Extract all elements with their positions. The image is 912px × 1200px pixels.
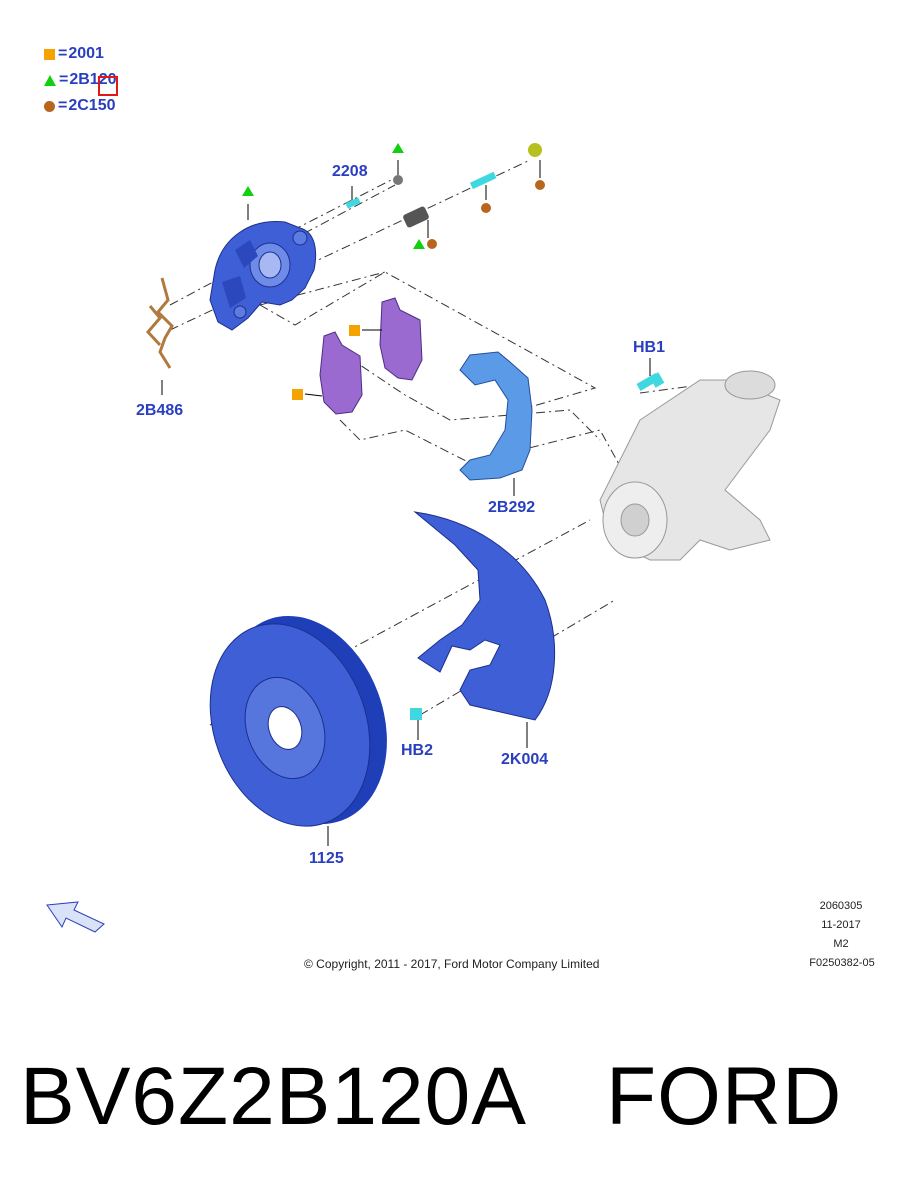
part-label-HB2[interactable]: HB2 — [401, 742, 434, 759]
part-label-2B292[interactable]: 2B292 — [488, 499, 536, 516]
orange-square-icon — [349, 325, 360, 336]
brake-caliper-2B120 — [209, 220, 317, 331]
brake-pad-inner — [319, 331, 363, 415]
legend-row-2001: = 2001 — [44, 44, 104, 64]
green-triangle-icon — [44, 74, 56, 86]
legend-equals: = — [59, 71, 69, 88]
green-triangle-icon — [242, 186, 254, 196]
part-label-1125[interactable]: 1125 — [309, 850, 344, 867]
legend-code: 2C150 — [68, 97, 116, 114]
orange-square-icon — [44, 48, 55, 60]
green-triangle-icon — [392, 143, 404, 153]
diagram-markers — [242, 143, 545, 400]
part-label-2B486[interactable]: 2B486 — [136, 402, 184, 419]
illustration-date: 11-2017 — [821, 919, 861, 931]
hardware-parts — [345, 143, 665, 720]
illustration-ref: F0250382-05 — [809, 957, 875, 969]
caliper-bracket-2B292 — [459, 351, 533, 481]
footer-brand: FORD — [606, 1051, 843, 1142]
brake-pad-outer — [379, 297, 423, 381]
legend-equals: = — [58, 45, 68, 62]
leader-lines — [161, 160, 651, 846]
direction-arrow-icon — [46, 901, 105, 933]
brown-circle-icon — [427, 239, 437, 249]
anti-rattle-spring-2B486 — [145, 277, 174, 369]
legend-code: 2001 — [68, 45, 104, 62]
orange-square-icon — [292, 389, 303, 400]
brown-circle-icon — [535, 180, 545, 190]
part-label-HB1[interactable]: HB1 — [633, 339, 666, 356]
legend-code: 2B120 — [69, 71, 117, 88]
splash-shield-2K004 — [413, 511, 556, 721]
part-label-2K004[interactable]: 2K004 — [501, 751, 549, 768]
copyright-text: © Copyright, 2011 - 2017, Ford Motor Com… — [304, 957, 600, 971]
part-label-2208[interactable]: 2208 — [332, 163, 368, 180]
brake-rotor-1125 — [209, 615, 387, 827]
wheel-hub-knuckle — [599, 370, 781, 561]
footer-part-number: BV6Z2B120A — [20, 1051, 527, 1142]
legend-row-2C150: = 2C150 — [44, 96, 116, 116]
illustration-number: 2060305 — [819, 900, 863, 912]
selection-highlight-box — [98, 76, 118, 96]
legend-row-2B120: = 2B120 — [44, 70, 117, 90]
legend-equals: = — [58, 97, 68, 114]
brown-circle-icon — [481, 203, 491, 213]
brake-exploded-diagram — [46, 143, 781, 933]
illustration-model: M2 — [833, 938, 849, 950]
brown-circle-icon — [44, 100, 55, 112]
green-triangle-icon — [413, 239, 425, 249]
